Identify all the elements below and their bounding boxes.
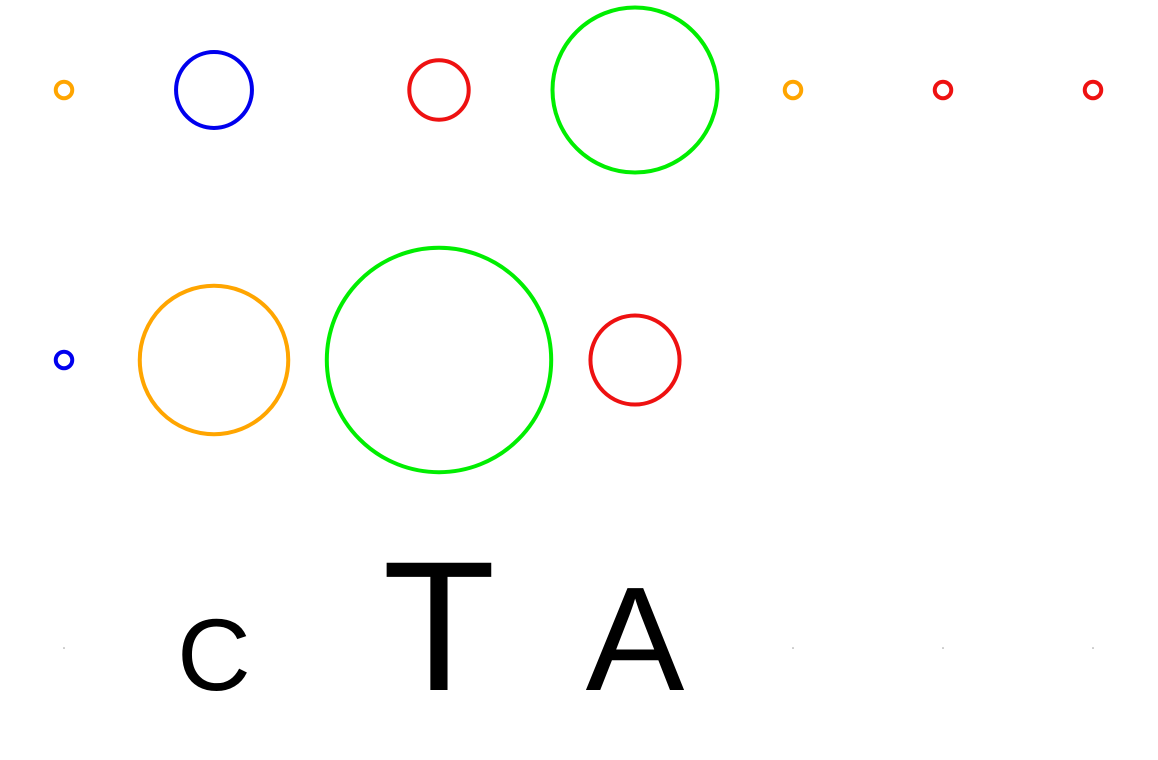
blue-circle — [174, 50, 254, 130]
row-1 — [53, 5, 1104, 175]
tiny-dot — [1092, 647, 1094, 649]
row-2 — [53, 245, 682, 475]
letter-t: T — [382, 524, 495, 730]
red-circle — [407, 58, 471, 122]
green-circle — [324, 245, 554, 475]
red-circle — [932, 79, 954, 101]
letter-c: C — [177, 598, 251, 712]
small-dots — [63, 647, 1094, 649]
orange-circle — [137, 283, 291, 437]
green-circle — [550, 5, 720, 175]
circle-rows — [53, 5, 1104, 475]
orange-circle — [782, 79, 804, 101]
blue-circle — [53, 349, 75, 371]
red-circle — [1082, 79, 1104, 101]
orange-circle — [53, 79, 75, 101]
tiny-dot — [792, 647, 794, 649]
tiny-dot — [942, 647, 944, 649]
red-circle — [588, 313, 682, 407]
letter-a: A — [586, 557, 685, 722]
tiny-dot — [63, 647, 65, 649]
